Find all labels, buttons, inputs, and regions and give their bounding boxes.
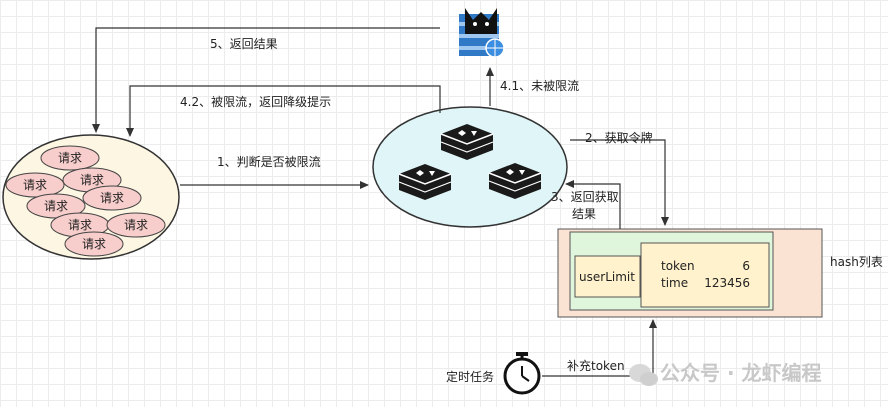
hash-key: userLimit [579, 270, 635, 284]
token-label: token [661, 259, 695, 273]
watermark: 公众号 · 龙虾编程 [629, 361, 822, 386]
clock-icon [503, 352, 541, 395]
edge-result [92, 27, 440, 133]
time-label: time [661, 276, 688, 290]
request-label: 请求 [100, 191, 124, 205]
timer-label: 定时任务 [446, 369, 494, 384]
edge-limited-label: 4.2、被限流，返回降级提示 [180, 94, 331, 109]
request-node: 请求 [82, 185, 142, 211]
edge-return-label: 3、返回获取 [551, 190, 619, 204]
edge-return-label-2: 结果 [572, 207, 596, 221]
edge-check-label: 1、判断是否被限流 [217, 154, 321, 169]
redis-icon [398, 164, 452, 200]
request-node: 请求 [5, 172, 65, 198]
request-label: 请求 [23, 178, 47, 192]
server-icon [459, 8, 505, 58]
watermark-text: 公众号 · 龙虾编程 [660, 361, 822, 385]
edge-refill-label: 补充token [567, 358, 625, 373]
redis-cluster [372, 106, 568, 228]
request-node: 请求 [64, 231, 124, 257]
edge-return-result [565, 180, 621, 229]
request-node: 请求 [50, 212, 110, 238]
request-label: 请求 [58, 151, 82, 165]
token-value: 6 [742, 259, 750, 273]
request-label: 请求 [124, 218, 148, 232]
request-node: 请求 [106, 212, 166, 238]
edge-not-limited-label: 4.1、未被限流 [500, 79, 579, 93]
wechat-icon [629, 364, 658, 386]
request-node: 请求 [40, 145, 100, 171]
request-label: 请求 [80, 173, 104, 187]
time-value: 123456 [704, 276, 750, 290]
request-cluster: 请求 请求 请求 请求 请求 请求 请求 请求 [2, 134, 180, 260]
edge-get-token [570, 139, 669, 226]
edge-result-label: 5、返回结果 [210, 37, 278, 51]
redis-icon [488, 163, 542, 199]
edge-get-token-label: 2、获取令牌 [585, 130, 653, 145]
request-label: 请求 [44, 199, 68, 213]
request-label: 请求 [82, 237, 106, 251]
request-node: 请求 [62, 167, 122, 193]
hash-table: userLimit token 6 time 123456 [557, 228, 823, 318]
hash-list-label: hash列表 [830, 255, 883, 269]
redis-icon [440, 124, 494, 160]
request-label: 请求 [68, 218, 92, 232]
edge-limited [126, 85, 441, 137]
